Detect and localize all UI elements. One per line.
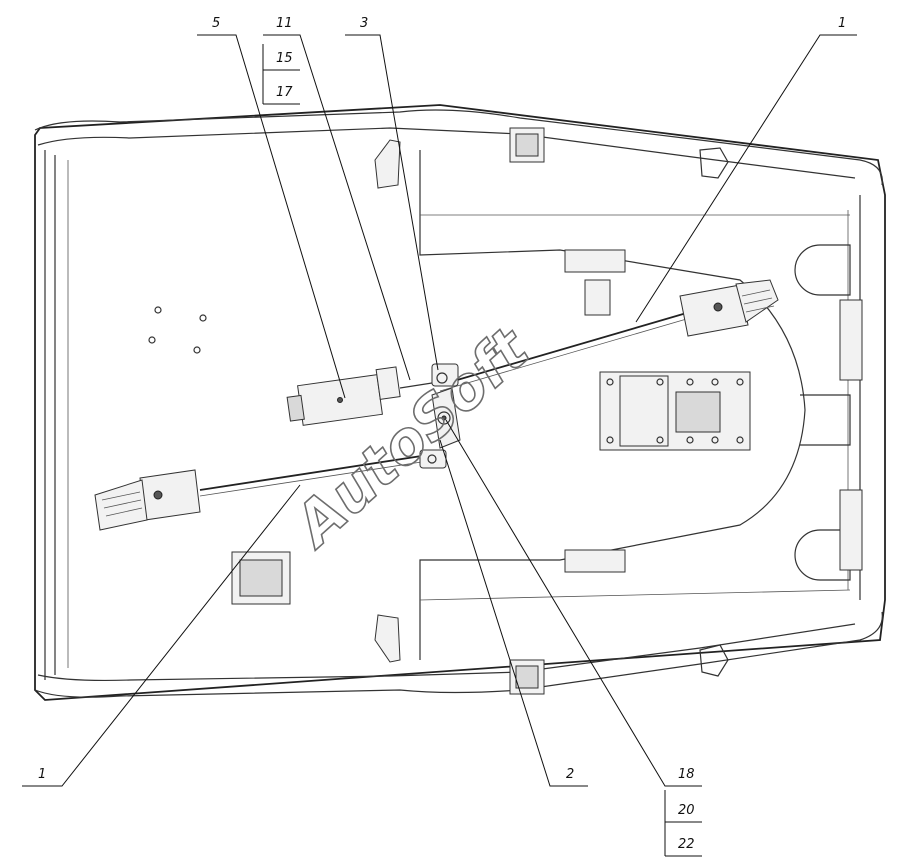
callout-11: 11 [276, 16, 293, 31]
callout-1-bottom: 1 [38, 767, 46, 782]
pivot-lever [419, 363, 461, 469]
callout-22: 22 [678, 837, 695, 852]
pedal-linkage [94, 279, 779, 531]
callout-5: 5 [212, 16, 220, 31]
callout-17: 17 [276, 85, 293, 100]
actuator-cylinder [286, 366, 433, 426]
watermark: AutoSoft [279, 313, 543, 561]
callout-1-top: 1 [838, 16, 846, 31]
upper-pedal [679, 279, 779, 337]
cab-floor-frame [34, 104, 886, 701]
callout-2: 2 [566, 767, 574, 782]
callout-20: 20 [678, 803, 695, 818]
callout-15: 15 [276, 51, 293, 66]
callout-3: 3 [360, 16, 368, 31]
callouts: 5 11 15 17 3 1 1 2 18 20 22 [22, 16, 857, 857]
lower-pedal [94, 469, 201, 531]
callout-18: 18 [678, 767, 695, 782]
mounting-plate [599, 371, 751, 451]
